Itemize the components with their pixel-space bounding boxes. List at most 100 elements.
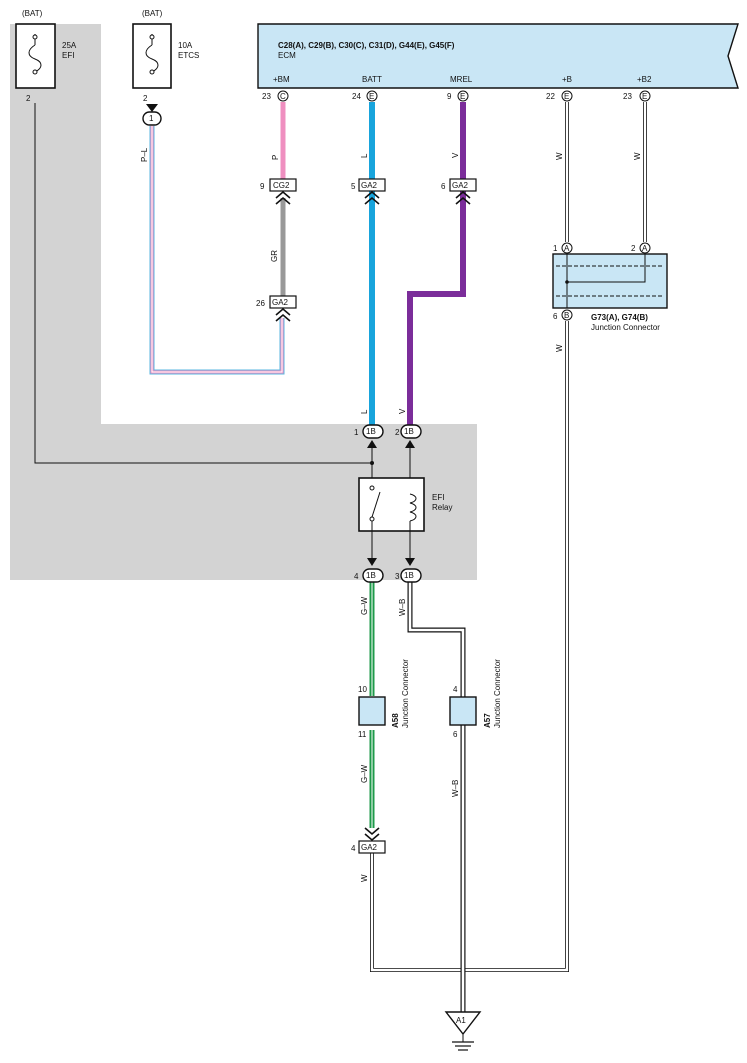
fuse-efi-pin: 2 [26, 94, 31, 103]
svg-text:9: 9 [447, 92, 452, 101]
svg-text:1B: 1B [404, 427, 414, 436]
svg-text:26: 26 [256, 299, 265, 308]
ecm-name: ECM [278, 51, 296, 60]
svg-text:B: B [564, 311, 569, 320]
svg-text:1: 1 [149, 114, 154, 123]
svg-text:2: 2 [631, 244, 636, 253]
svg-text:1: 1 [354, 428, 359, 437]
svg-text:W: W [633, 152, 642, 160]
svg-text:24: 24 [352, 92, 361, 101]
svg-text:4: 4 [453, 685, 458, 694]
junction-a57-subtitle: Junction Connector [493, 659, 502, 728]
svg-text:E: E [369, 92, 374, 101]
efi-relay: 1 1B 2 1B EFI Relay 4 1B 3 1B [354, 424, 452, 583]
fuse-etcs-rating: 10A [178, 41, 193, 50]
svg-text:E: E [642, 92, 647, 101]
wire-w-b [565, 102, 647, 242]
ecm-terminal-mrel: MREL [450, 75, 473, 84]
svg-text:GA2: GA2 [452, 181, 469, 190]
svg-text:1B: 1B [404, 571, 414, 580]
svg-text:1B: 1B [366, 427, 376, 436]
svg-text:V: V [398, 408, 407, 414]
ecm-terminal-b2: +B2 [637, 75, 652, 84]
svg-text:CG2: CG2 [273, 181, 290, 190]
svg-text:GA2: GA2 [272, 298, 289, 307]
svg-text:L: L [360, 153, 369, 158]
wire-v [407, 102, 466, 427]
svg-text:GR: GR [270, 250, 279, 262]
svg-text:6: 6 [553, 312, 558, 321]
connector-ga2-6: 6 GA2 [441, 178, 477, 205]
junction-g73-name: G73(A), G74(B) [591, 313, 648, 322]
junction-a57: 4 6 A57 Junction Connector [449, 659, 502, 739]
svg-text:1B: 1B [366, 571, 376, 580]
relay-block-shading [10, 24, 477, 580]
wire-efi [34, 103, 372, 464]
fuse-etcs-pin: 2 [143, 94, 148, 103]
fuse-efi: (BAT) 25A EFI 2 [15, 9, 77, 103]
ecm-terminal-bm: +BM [273, 75, 290, 84]
connector-ga2-26: 26 GA2 [256, 295, 297, 322]
svg-text:W: W [555, 152, 564, 160]
junction-g73-subtitle: Junction Connector [591, 323, 660, 332]
svg-text:A: A [642, 244, 648, 253]
fuse-efi-source: (BAT) [22, 9, 43, 18]
svg-text:P: P [271, 155, 280, 160]
svg-text:V: V [451, 152, 460, 158]
ecm-block: C28(A), C29(B), C30(C), C31(D), G44(E), … [257, 23, 739, 89]
wire-label-p-l: P–L [140, 147, 149, 162]
svg-text:L: L [360, 409, 369, 414]
svg-text:W: W [555, 344, 564, 352]
svg-text:10: 10 [358, 685, 367, 694]
svg-text:23: 23 [623, 92, 632, 101]
ecm-terminal-batt: BATT [362, 75, 382, 84]
svg-text:11: 11 [358, 730, 367, 739]
relay-name-line1: EFI [432, 493, 444, 502]
connector-cg2-9: 9 CG2 [260, 178, 297, 205]
wire-w-b-ground [407, 582, 466, 1012]
ground-a1: A1 [444, 1011, 482, 1051]
svg-text:6: 6 [441, 182, 446, 191]
svg-text:E: E [564, 92, 569, 101]
svg-text:GA2: GA2 [361, 181, 378, 190]
svg-text:22: 22 [546, 92, 555, 101]
fuse-etcs-source: (BAT) [142, 9, 163, 18]
svg-text:GA2: GA2 [361, 843, 378, 852]
ecm-pins: 23 C 24 E 9 E 22 E 23 E [262, 90, 651, 102]
ecm-connectors: C28(A), C29(B), C30(C), C31(D), G44(E), … [278, 41, 455, 50]
fuse-etcs-name: ETCS [178, 51, 199, 60]
wire-p-l [149, 126, 285, 375]
svg-text:5: 5 [351, 182, 356, 191]
svg-text:E: E [460, 92, 465, 101]
svg-text:4: 4 [351, 844, 356, 853]
svg-text:C: C [280, 92, 286, 101]
junction-a58-name: A58 [391, 713, 400, 728]
etcs-junction: 1 [142, 104, 162, 126]
svg-text:W: W [360, 874, 369, 882]
fuse-etcs: (BAT) 10A ETCS 2 [132, 9, 199, 103]
fuse-efi-rating: 25A [62, 41, 77, 50]
svg-text:3: 3 [395, 572, 400, 581]
connector-ga2-4: 4 GA2 [351, 827, 386, 854]
fuse-efi-name: EFI [62, 51, 74, 60]
svg-text:4: 4 [354, 572, 359, 581]
junction-a58: 10 11 A58 Junction Connector [358, 659, 410, 739]
relay-name-line2: Relay [432, 503, 452, 512]
svg-text:G–W: G–W [360, 764, 369, 783]
svg-text:1: 1 [553, 244, 558, 253]
svg-text:2: 2 [395, 428, 400, 437]
junction-a58-subtitle: Junction Connector [401, 659, 410, 728]
svg-text:23: 23 [262, 92, 271, 101]
svg-text:G–W: G–W [360, 596, 369, 615]
ecm-terminal-b: +B [562, 75, 572, 84]
svg-text:W–B: W–B [398, 599, 407, 616]
svg-text:6: 6 [453, 730, 458, 739]
connector-ga2-5: 5 GA2 [351, 178, 386, 205]
wire-w-return [370, 321, 569, 972]
svg-text:9: 9 [260, 182, 265, 191]
svg-text:A1: A1 [456, 1016, 466, 1025]
svg-text:A: A [564, 244, 570, 253]
junction-g73-g74: 1 A 2 A 6 B G73(A), G74(B) Junction Conn… [552, 242, 668, 332]
svg-text:W–B: W–B [451, 780, 460, 797]
